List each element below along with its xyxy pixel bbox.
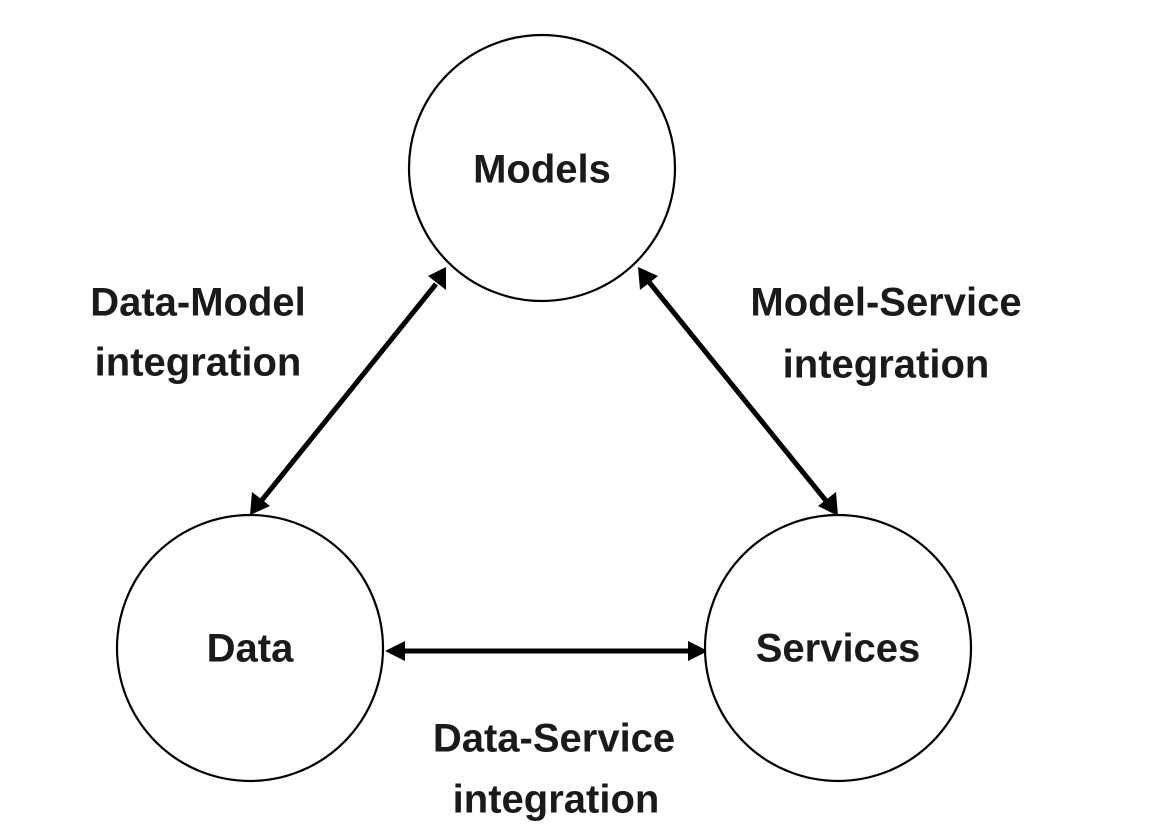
data-model-arrowhead-models — [428, 267, 446, 290]
node-services: Services — [703, 513, 973, 783]
edge-data-model — [250, 267, 446, 515]
model-service-label-line2: integration — [783, 343, 990, 387]
data-circle — [115, 513, 385, 783]
node-models: Models — [407, 33, 677, 303]
models-label: Models — [473, 148, 611, 192]
data-label: Data — [207, 627, 294, 671]
models-circle — [407, 33, 677, 303]
model-service-label-line1: Model-Service — [750, 281, 1021, 325]
services-label: Services — [756, 627, 921, 671]
label-model-service: Model-Service integration — [750, 281, 1021, 387]
model-service-arrowhead-services — [818, 492, 838, 516]
services-circle — [703, 513, 973, 783]
data-model-label-line1: Data-Model — [90, 281, 306, 325]
data-service-label-line2: integration — [453, 778, 660, 822]
data-model-arrow-line — [260, 282, 438, 502]
model-service-arrowhead-models — [638, 267, 658, 290]
node-data: Data — [115, 513, 385, 783]
data-service-arrowhead-data — [385, 641, 405, 661]
edge-data-service — [385, 641, 708, 661]
edge-model-service — [638, 267, 838, 516]
data-service-arrowhead-services — [688, 641, 708, 661]
data-service-label-line1: Data-Service — [433, 717, 675, 761]
model-service-arrow-line — [647, 280, 829, 504]
data-model-label-line2: integration — [95, 341, 302, 385]
label-data-model: Data-Model integration — [90, 281, 306, 385]
data-model-arrowhead-data — [250, 492, 270, 515]
label-data-service: Data-Service integration — [433, 717, 675, 822]
